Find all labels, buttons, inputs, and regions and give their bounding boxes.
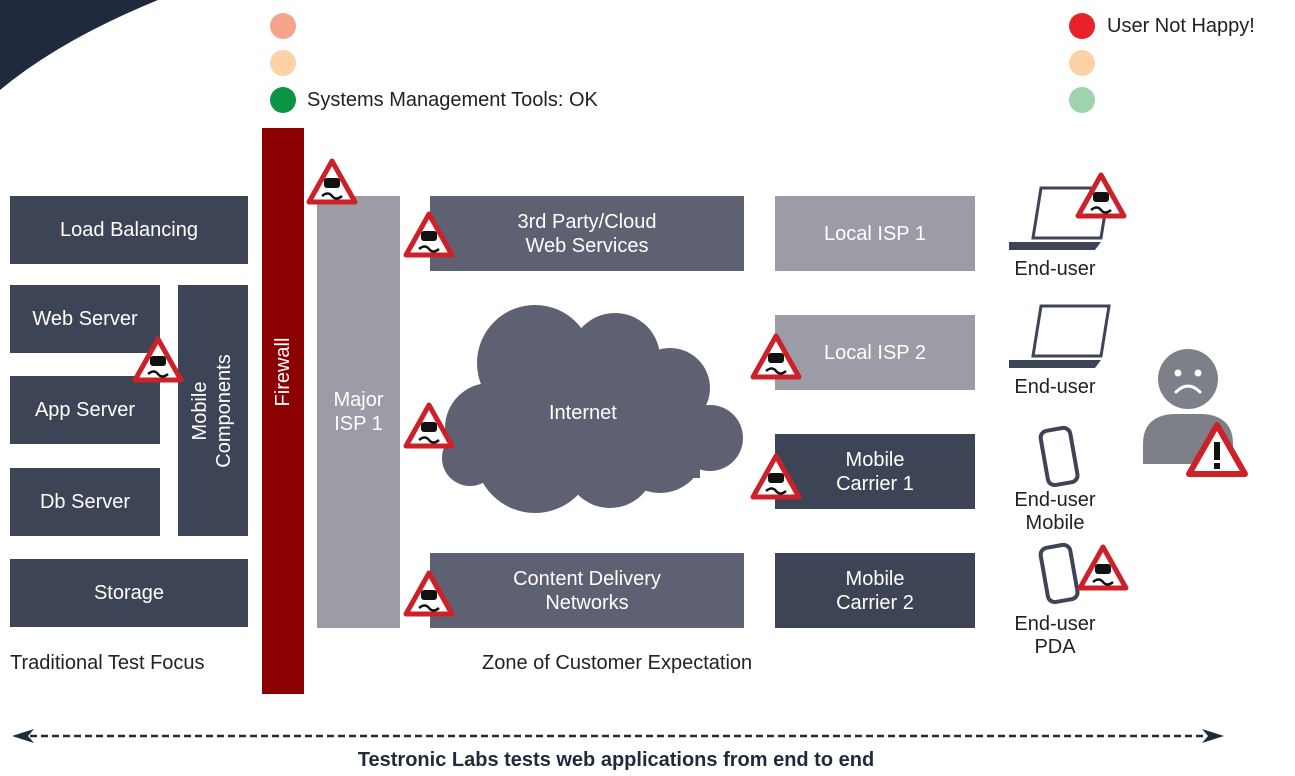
- firewall-bar: [262, 128, 304, 694]
- status-dot-amber: [270, 50, 296, 76]
- status-dot-green-light: [1069, 87, 1095, 113]
- major-isp-label-line2: ISP 1: [334, 413, 383, 435]
- status-dot-amber-right: [1069, 50, 1095, 76]
- cdn-box: Content Delivery Networks: [430, 553, 744, 628]
- web-server-box: Web Server: [10, 285, 160, 353]
- mobile-carrier-1-box: Mobile Carrier 1: [775, 434, 975, 509]
- local-isp-2-box: Local ISP 2: [775, 315, 975, 390]
- user-status: User Not Happy!: [1107, 15, 1255, 37]
- slippery-road-warning-icon: [750, 453, 802, 500]
- laptop-icon: [1009, 304, 1111, 368]
- major-isp-1-box: Major ISP 1: [317, 196, 400, 628]
- cloud-label-line1: 3rd Party/Cloud: [517, 210, 657, 233]
- end-user-pda-line1: End-user: [1014, 613, 1096, 635]
- zone-caption: Zone of Customer Expectation: [482, 652, 753, 674]
- slippery-road-warning-icon: [403, 211, 455, 258]
- storage-label: Storage: [93, 582, 165, 604]
- mobile-components-box: [178, 285, 248, 536]
- cloud-label-line2: Web Services: [525, 234, 649, 257]
- mobile-carrier-2-line1: Mobile: [845, 567, 905, 590]
- status-dot-salmon: [270, 13, 296, 39]
- end-user-mobile-line2: Mobile: [1025, 512, 1085, 534]
- status-dot-green: [270, 87, 296, 113]
- status-dot-red: [1069, 13, 1095, 39]
- cloud-web-services-box: 3rd Party/Cloud Web Services: [430, 196, 744, 271]
- local-isp-2-label: Local ISP 2: [824, 341, 926, 364]
- end-to-end-arrow: [12, 729, 1224, 743]
- load-balancing-label: Load Balancing: [60, 219, 198, 241]
- end-user-pda-line2: PDA: [1034, 636, 1076, 658]
- internet-label: Internet: [549, 402, 617, 424]
- cdn-label-line2: Networks: [545, 591, 629, 614]
- storage-box: Storage: [10, 559, 248, 627]
- web-server-label: Web Server: [32, 308, 138, 330]
- mobile-carrier-2-box: Mobile Carrier 2: [775, 553, 975, 628]
- end-user-mobile-line1: End-user: [1014, 489, 1096, 511]
- corner-decoration: [0, 0, 158, 90]
- mobile-carrier-2-line2: Carrier 2: [836, 591, 914, 614]
- footer-tagline: Testronic Labs tests web applications fr…: [357, 749, 875, 771]
- mobile-phone-icon: [1038, 425, 1080, 488]
- slippery-road-warning-icon: [306, 158, 358, 205]
- slippery-road-warning-icon: [403, 402, 455, 449]
- end-user-label-2: End-user: [1014, 376, 1096, 398]
- slippery-road-warning-icon: [750, 333, 802, 380]
- load-balancing-box: Load Balancing: [10, 196, 248, 264]
- cdn-label-line1: Content Delivery: [513, 567, 661, 590]
- local-isp-1-box: Local ISP 1: [775, 196, 975, 271]
- slippery-road-warning-icon: [403, 570, 455, 617]
- mobile-carrier-1-line2: Carrier 1: [836, 472, 914, 495]
- traditional-test-focus-caption: Traditional Test Focus: [10, 652, 205, 674]
- major-isp-label-line1: Major: [333, 389, 384, 411]
- end-user-label-1: End-user: [1014, 258, 1096, 280]
- firewall-label: Firewall: [272, 337, 294, 407]
- exclamation-warning-icon: [1186, 422, 1248, 477]
- db-server-label: Db Server: [39, 491, 131, 513]
- app-server-box: App Server: [10, 376, 160, 444]
- slippery-road-warning-icon: [132, 336, 184, 383]
- mobile-carrier-1-line1: Mobile: [845, 448, 905, 471]
- mobile-components-label: Mobile Components: [189, 354, 235, 468]
- systems-management-status: Systems Management Tools: OK: [307, 89, 598, 111]
- slippery-road-warning-icon: [1075, 172, 1127, 219]
- slippery-road-warning-icon: [1077, 544, 1129, 591]
- db-server-box: Db Server: [10, 468, 160, 536]
- cloud-icon: [442, 305, 743, 513]
- local-isp-1-label: Local ISP 1: [824, 222, 926, 245]
- app-server-label: App Server: [34, 399, 136, 421]
- mobile-phone-icon: [1038, 542, 1080, 605]
